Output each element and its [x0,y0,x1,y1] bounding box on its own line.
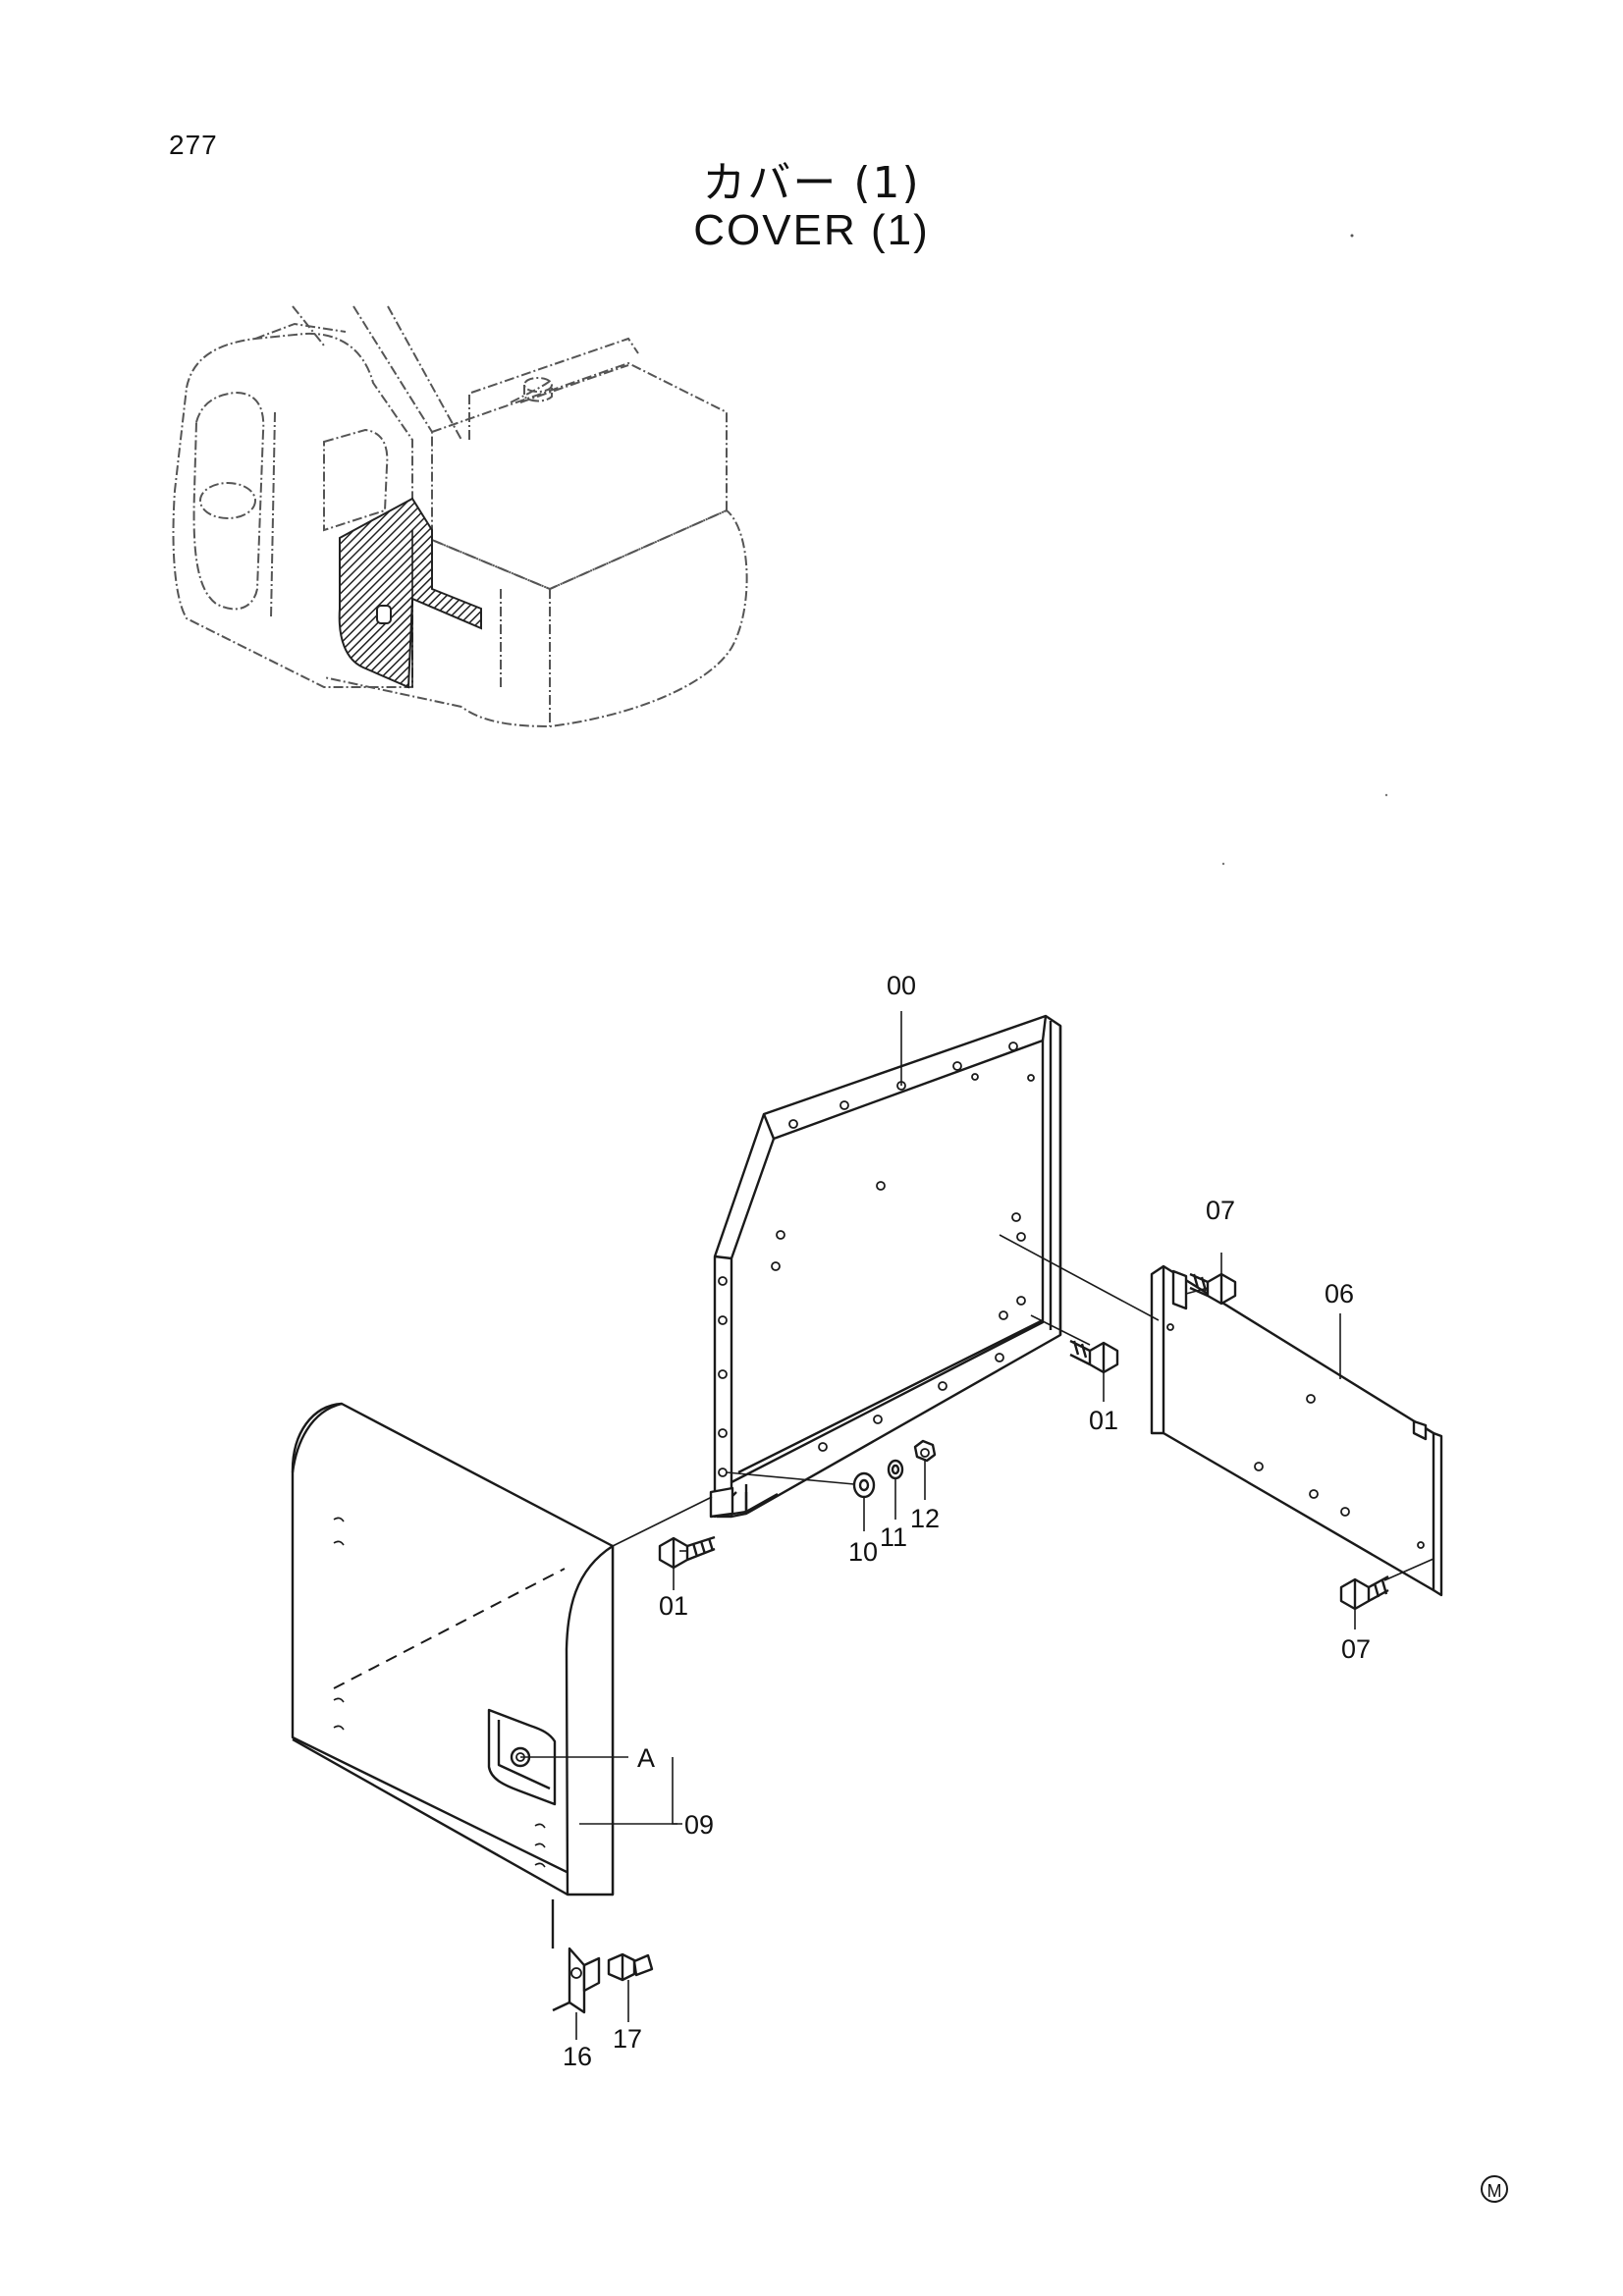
callout-labels: 00 01 01 07 07 06 10 11 12 A 09 16 17 [563,971,1371,2071]
callout-09: 09 [684,1810,714,1840]
callout-11: 11 [880,1522,907,1552]
callout-10: 10 [848,1537,878,1567]
callout-00: 00 [887,971,916,1000]
leader-lines [520,1011,1356,2040]
page-number: 277 [169,130,218,160]
callout-16: 16 [563,2042,592,2071]
part-17-bolt [607,1952,654,1982]
machine-location-sketch [172,305,748,728]
page-title-english: COVER (1) [693,206,930,254]
callout-detail-a: A [637,1743,655,1773]
callout-07-lower: 07 [1341,1634,1371,1664]
part-16-hinge-bracket [551,1899,601,2014]
part-10-washer [852,1471,876,1499]
part-01-bolt-left [658,1535,716,1570]
callout-17: 17 [613,2024,642,2054]
part-07-bolt-lower [1339,1575,1389,1611]
callout-06: 06 [1325,1279,1354,1308]
callout-01-right: 01 [1089,1406,1118,1435]
page-title-japanese: カバー (1) [702,158,921,208]
part-00-frame [709,1014,1062,1519]
part-09-side-cover [291,1402,615,1896]
part-11-spring-washer [887,1459,904,1480]
revision-mark-letter: M [1488,2181,1502,2201]
assembly-lines [612,1234,1434,1581]
revision-mark: M [1481,2175,1508,2203]
callout-01-left: 01 [659,1591,688,1621]
highlighted-cover-area [338,497,482,689]
callout-12: 12 [910,1504,940,1533]
part-12-nut [913,1439,937,1463]
callout-07-upper: 07 [1206,1196,1235,1225]
part-01-bolt-right [1069,1339,1119,1374]
part-06-plate [1150,1264,1443,1597]
part-07-bolt-upper [1189,1272,1237,1306]
